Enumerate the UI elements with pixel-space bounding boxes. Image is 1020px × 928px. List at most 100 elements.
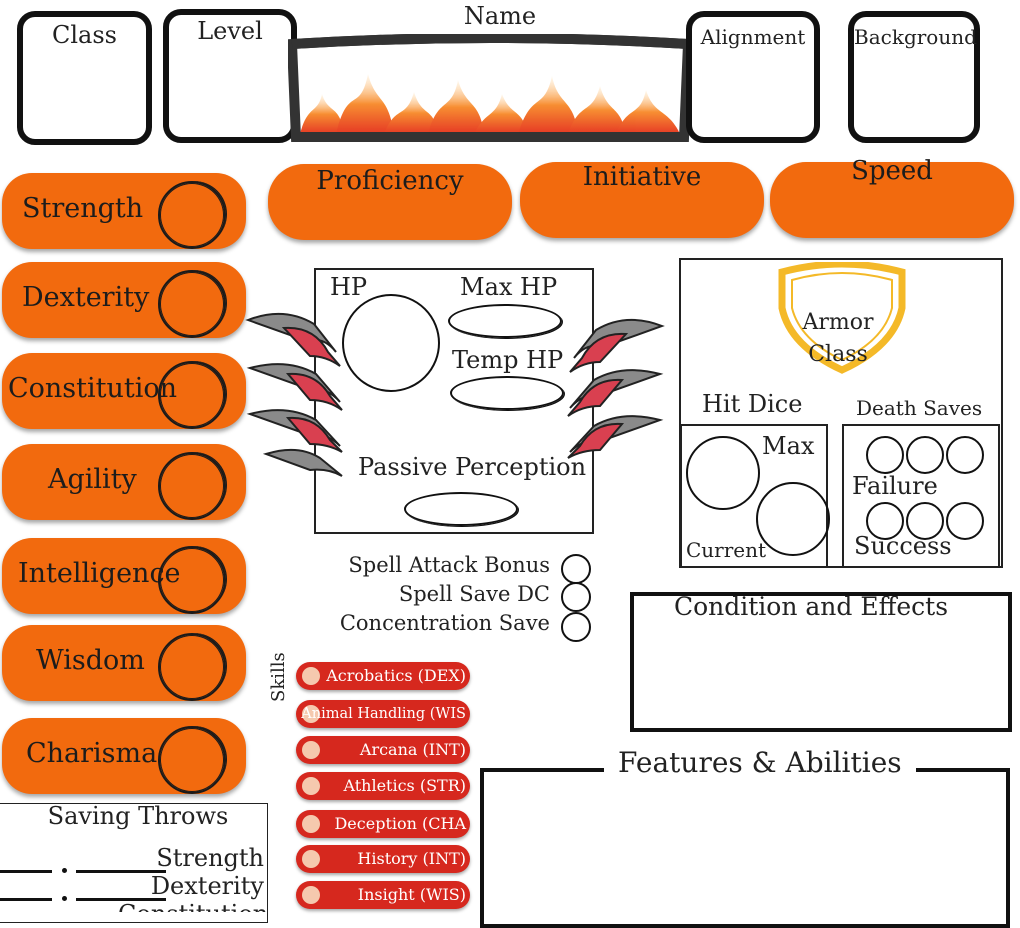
proficiency-label: Proficiency <box>316 166 464 196</box>
ability-label: Charisma <box>26 738 158 769</box>
saving-throw-label: Dexterity <box>150 872 264 900</box>
background-box[interactable]: Background <box>848 11 980 143</box>
saving-throw-dexterity[interactable]: Dexterity <box>0 872 268 902</box>
failure-label: Failure <box>852 472 938 500</box>
skill-animal-handling[interactable]: Animal Handling (WIS <box>296 700 470 728</box>
death-save-success-1[interactable] <box>866 502 904 540</box>
conditions-title: Condition and Effects <box>673 592 949 621</box>
skill-label: Acrobatics (DEX) <box>326 666 466 685</box>
claw-right-icon <box>567 318 665 459</box>
skill-label: Arcana (INT) <box>359 740 466 759</box>
skill-acrobatics[interactable]: Acrobatics (DEX) <box>296 662 470 690</box>
success-label: Success <box>854 532 952 560</box>
skill-label: History (INT) <box>357 849 466 868</box>
death-saves-label: Death Saves <box>856 396 983 420</box>
ability-label: Agility <box>48 464 137 495</box>
saving-throw-label: Constitution <box>118 900 268 912</box>
saving-throw-constitution[interactable]: Constitution <box>0 900 268 912</box>
skill-proficiency-dot[interactable] <box>302 850 320 868</box>
max-hp-label: Max HP <box>460 273 558 301</box>
ability-score-circle[interactable] <box>158 181 226 249</box>
concentration-save-circle[interactable] <box>561 612 591 642</box>
name-field[interactable] <box>286 33 694 143</box>
speed-pill[interactable]: Speed <box>770 156 1014 238</box>
death-save-failure-2[interactable] <box>906 436 944 474</box>
skill-proficiency-dot[interactable] <box>302 815 320 833</box>
hit-dice-current-circle[interactable] <box>686 436 760 510</box>
saving-throw-line <box>76 898 166 901</box>
armor-class-label-2: Class <box>808 342 868 367</box>
speed-label: Speed <box>851 156 933 186</box>
ability-score-circle[interactable] <box>158 546 226 614</box>
class-box[interactable]: Class <box>17 11 152 145</box>
death-save-failure-1[interactable] <box>866 436 904 474</box>
spell-save-dc-label: Spell Save DC <box>398 582 550 606</box>
skill-proficiency-dot[interactable] <box>302 741 320 759</box>
skill-proficiency-dot[interactable] <box>302 705 320 723</box>
saving-throw-line <box>76 870 166 873</box>
passive-perception-oval[interactable] <box>404 492 518 526</box>
ability-agility[interactable]: Agility <box>2 444 246 520</box>
concentration-save-label: Concentration Save <box>339 611 550 635</box>
death-save-failure-3[interactable] <box>946 436 984 474</box>
max-hp-oval[interactable] <box>448 304 562 338</box>
skill-deception[interactable]: Deception (CHA <box>296 810 470 838</box>
hp-label: HP <box>330 273 368 301</box>
ability-intelligence[interactable]: Intelligence <box>2 538 246 614</box>
ability-dexterity[interactable]: Dexterity <box>2 262 246 338</box>
death-save-success-2[interactable] <box>906 502 944 540</box>
skill-label: Animal Handling (WIS <box>301 706 466 722</box>
hit-dice-current-label: Current <box>686 538 767 562</box>
alignment-box[interactable]: Alignment <box>686 11 820 143</box>
skill-label: Athletics (STR) <box>343 776 466 795</box>
ability-score-circle[interactable] <box>158 361 226 429</box>
ability-wisdom[interactable]: Wisdom <box>2 625 246 701</box>
ability-label: Strength <box>22 193 144 224</box>
hit-dice-max-circle[interactable] <box>756 482 830 556</box>
hit-dice-box <box>680 424 828 568</box>
hit-dice-label: Hit Dice <box>702 390 803 418</box>
armor-box <box>679 258 1003 568</box>
saving-throw-dot <box>62 896 67 901</box>
features-title: Features & Abilities <box>604 746 916 779</box>
saving-throw-line <box>0 898 52 901</box>
flames <box>300 74 680 134</box>
skill-athletics[interactable]: Athletics (STR) <box>296 772 470 800</box>
alignment-label: Alignment <box>700 25 806 49</box>
hp-circle[interactable] <box>342 294 440 392</box>
death-saves-box <box>842 424 1000 568</box>
initiative-pill[interactable]: Initiative <box>520 162 764 238</box>
ability-label: Wisdom <box>36 645 145 676</box>
features-box[interactable] <box>480 768 1010 928</box>
proficiency-pill[interactable]: Proficiency <box>268 164 512 240</box>
skill-arcana[interactable]: Arcana (INT) <box>296 736 470 764</box>
level-box[interactable]: Level <box>163 9 297 143</box>
saving-throw-strength[interactable]: Strength <box>0 844 268 874</box>
saving-throw-dot <box>62 868 67 873</box>
conditions-box[interactable] <box>630 592 1012 732</box>
passive-perception-label: Passive Perception <box>358 453 587 481</box>
ability-score-circle[interactable] <box>158 270 226 338</box>
level-label: Level <box>197 17 263 45</box>
name-label: Name <box>463 2 537 30</box>
skill-proficiency-dot[interactable] <box>302 886 320 904</box>
ability-score-circle[interactable] <box>158 452 226 520</box>
armor-class-label-1: Armor <box>802 310 874 335</box>
saving-throw-line <box>0 870 52 873</box>
ability-charisma[interactable]: Charisma <box>2 718 246 794</box>
ability-label: Dexterity <box>22 282 150 313</box>
skill-label: Deception (CHA <box>334 814 466 833</box>
ability-score-circle[interactable] <box>158 726 226 794</box>
skill-proficiency-dot[interactable] <box>302 667 320 685</box>
skill-insight[interactable]: Insight (WIS) <box>296 881 470 909</box>
skill-label: Insight (WIS) <box>357 885 466 904</box>
ability-strength[interactable]: Strength <box>2 173 246 249</box>
temp-hp-oval[interactable] <box>450 376 564 410</box>
ability-score-circle[interactable] <box>158 633 226 701</box>
spell-attack-circle[interactable] <box>561 554 591 584</box>
skill-proficiency-dot[interactable] <box>302 777 320 795</box>
ability-constitution[interactable]: Constitution <box>2 353 246 429</box>
spell-save-dc-circle[interactable] <box>561 582 591 612</box>
skill-history[interactable]: History (INT) <box>296 845 470 873</box>
death-save-success-3[interactable] <box>946 502 984 540</box>
